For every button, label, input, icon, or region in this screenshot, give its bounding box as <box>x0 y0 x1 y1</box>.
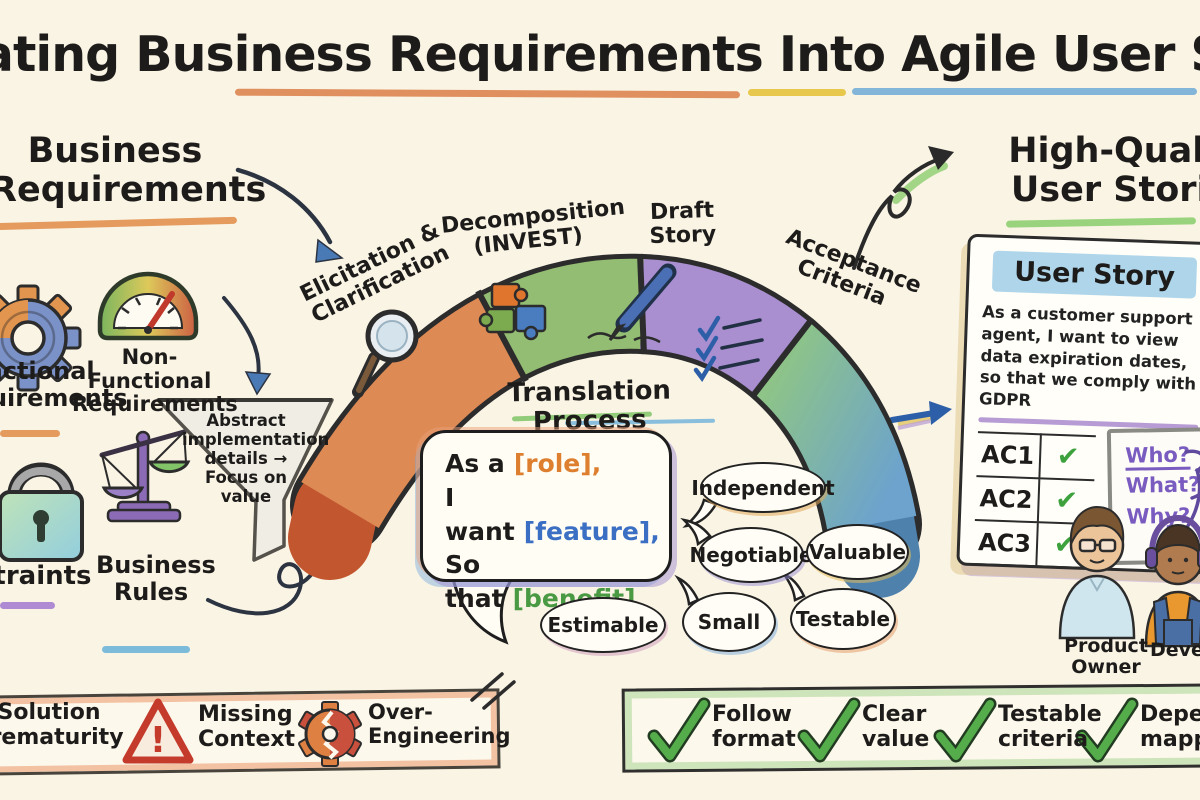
feature-token: [feature], <box>523 516 660 546</box>
business-requirements-heading: Business Requirements <box>0 131 267 211</box>
broken-gear-icon <box>298 701 362 767</box>
lock-icon <box>0 462 84 562</box>
constraints-underline <box>0 602 55 609</box>
functional-underline <box>0 430 60 437</box>
invest-bubble-valuable: Valuable <box>806 524 909 580</box>
pitfall-missing-context: Missing Context <box>198 702 296 753</box>
checklist-icon <box>693 315 764 383</box>
non-functional-requirements-label: Non-Functional Requirements <box>72 345 238 417</box>
invest-bubble-independent: Independent <box>691 462 835 513</box>
scales-icon <box>99 429 191 523</box>
story-line-role: As a[role], <box>445 449 602 478</box>
invest-bubble-small: Small <box>682 592 776 652</box>
puzzle-icon <box>478 282 547 341</box>
invest-bubble-negotiable: Negotiable <box>690 527 813 583</box>
invest-bubble-tails <box>674 498 806 606</box>
constraints-label: Constraints <box>0 561 92 591</box>
speech-bubble-tail <box>450 572 517 645</box>
stage-segment-draft-story <box>639 259 811 394</box>
product-owner-avatar <box>1058 505 1136 640</box>
checklist-follow-format: Follow format <box>712 702 796 753</box>
check-icon <box>797 697 861 763</box>
title-underline-yellow <box>748 89 846 96</box>
svg-text:!: ! <box>150 720 166 761</box>
funnel-icon <box>156 398 334 562</box>
invest-bubble-testable: Testable <box>790 588 896 650</box>
developer-label: Developer <box>1150 639 1200 661</box>
business-rules-underline <box>102 646 190 653</box>
check-icon <box>933 697 997 763</box>
product-owner-label: Product Owner <box>1064 635 1148 678</box>
banner-hatch-marks <box>470 672 516 710</box>
funnel-note: Abstract implementation details → Focus … <box>182 411 330 506</box>
checklist-testable-criteria: Testable criteria <box>998 702 1102 753</box>
warning-icon: ! <box>122 698 194 764</box>
pitfall-solution-prematurity: Solution Prematurity <box>0 700 124 751</box>
magnifier-icon <box>352 309 419 398</box>
story-line-feature: I want[feature], <box>445 482 660 546</box>
high-quality-stories-heading: High-Quality User Stories <box>1008 131 1200 211</box>
developer-avatar <box>1144 514 1200 648</box>
invest-bubble-estimable: Estimable <box>540 597 666 653</box>
arrow-nfr-to-funnel <box>222 296 272 396</box>
page-title: Translating Business Requirements Into A… <box>0 26 1200 83</box>
arrow-requirements-to-process <box>235 167 344 263</box>
checklist-clear-value: Clear value <box>862 702 930 753</box>
role-token: [role], <box>513 449 602 478</box>
checklist-dependencies-mapped: Dependencies mapped <box>1140 702 1200 753</box>
arrow-process-to-stories <box>852 146 954 270</box>
gear-icon <box>0 284 82 392</box>
pen-icon <box>587 263 677 344</box>
title-underline-blue <box>852 88 1197 95</box>
checklist-check-icons <box>647 697 1139 763</box>
stage-segment-acceptance <box>751 323 917 533</box>
pitfall-over-engineering: Over-Engineering <box>368 700 511 749</box>
gauge-icon <box>97 271 199 341</box>
functional-requirements-label: Functional Requirements <box>0 357 128 412</box>
check-icon <box>1075 697 1139 763</box>
arrow-criteria-to-card <box>889 401 952 430</box>
business-rules-label: Business Rules <box>96 551 216 606</box>
stage-segment-elicitation <box>301 296 524 529</box>
check-icon <box>647 697 711 763</box>
